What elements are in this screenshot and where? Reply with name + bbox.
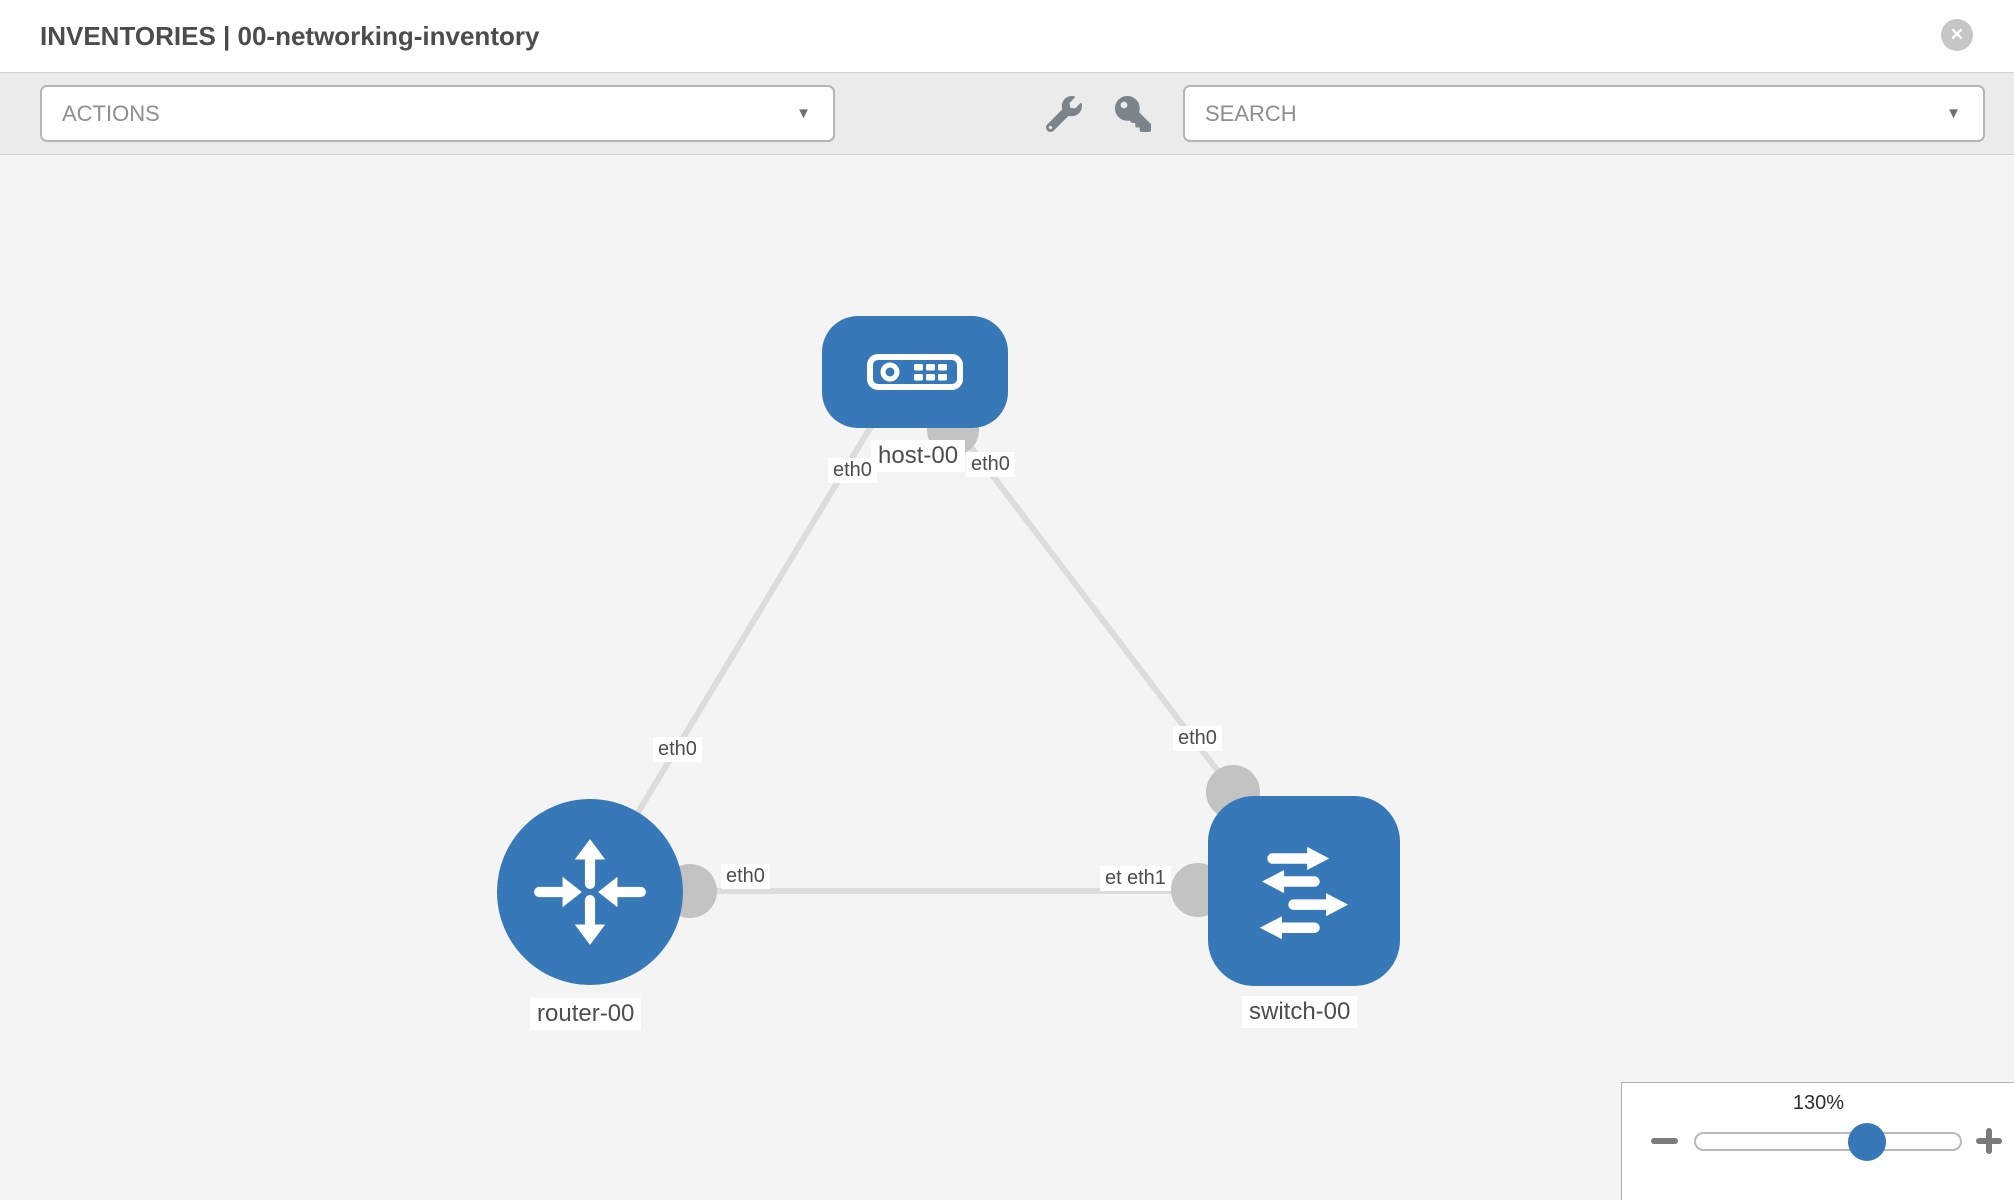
key-icon[interactable] [1115, 95, 1151, 132]
router-device-icon [529, 831, 651, 953]
zoom-out-button[interactable] [1651, 1138, 1678, 1144]
switch-device-icon [1241, 828, 1367, 954]
interface-label: eth0 [828, 458, 877, 483]
search-dropdown-label: SEARCH [1205, 100, 1297, 126]
node-label-router: router-00 [530, 998, 642, 1030]
zoom-panel: 130% [1621, 1082, 2014, 1200]
interface-label: eth0 [721, 864, 770, 889]
node-label-host: host-00 [871, 440, 966, 472]
zoom-controls [1651, 1122, 2014, 1161]
zoom-slider-thumb[interactable] [1848, 1122, 1886, 1161]
toolbar-icon-group [1045, 95, 1151, 132]
close-button[interactable]: ✕ [1941, 19, 1973, 51]
node-label-switch: switch-00 [1242, 996, 1358, 1028]
chevron-down-icon: ▼ [796, 105, 811, 122]
zoom-slider[interactable] [1694, 1122, 1962, 1161]
interface-label: eth0 [966, 452, 1015, 477]
links-layer [587, 393, 1260, 918]
node-switch-00[interactable] [1208, 796, 1400, 986]
chevron-down-icon: ▼ [1946, 105, 1961, 122]
page-title: INVENTORIES | 00-networking-inventory [40, 21, 540, 51]
wrench-icon[interactable] [1045, 95, 1082, 132]
node-router-00[interactable] [497, 799, 683, 985]
interface-label: eth0 [653, 737, 702, 762]
zoom-level: 130% [1792, 1092, 1845, 1114]
topology-canvas[interactable]: host-00 router-00 switch-00 eth0 eth0 et… [0, 155, 2014, 1200]
zoom-in-button[interactable] [1976, 1128, 2002, 1154]
close-icon: ✕ [1949, 25, 1965, 44]
toolbar: ACTIONS ▼ SEARCH ▼ [0, 72, 2014, 155]
node-host-00[interactable] [822, 316, 1008, 428]
search-dropdown[interactable]: SEARCH ▼ [1183, 85, 1985, 142]
header: INVENTORIES | 00-networking-inventory ✕ [0, 0, 2014, 72]
actions-dropdown[interactable]: ACTIONS ▼ [40, 85, 835, 142]
interface-label: eth0 [1173, 726, 1222, 751]
interface-label: eth1 [1122, 866, 1171, 891]
host-device-icon [865, 349, 965, 395]
actions-dropdown-label: ACTIONS [62, 100, 160, 126]
